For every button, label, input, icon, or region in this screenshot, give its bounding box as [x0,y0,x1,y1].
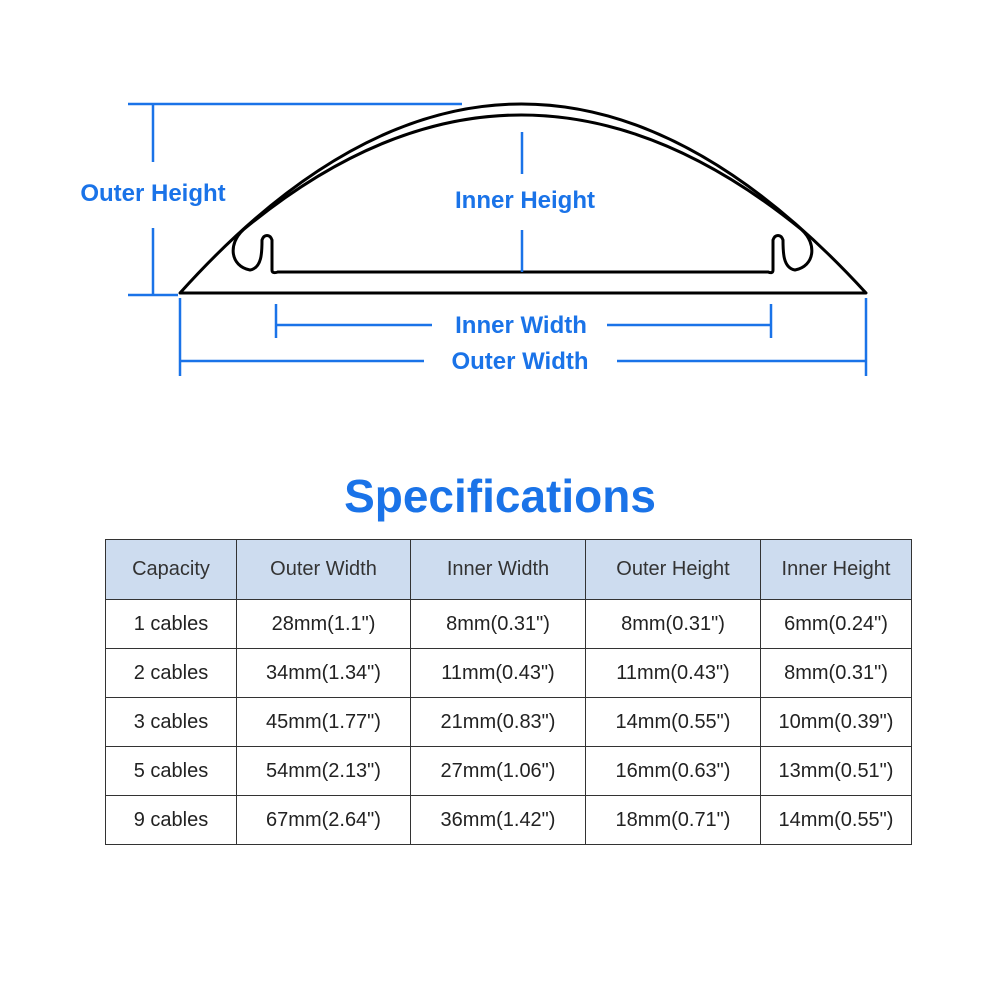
table-cell: 1 cables [105,599,237,649]
table-cell: 34mm(1.34") [236,648,411,698]
left-hook [231,228,280,275]
table-cell: 9 cables [105,795,237,845]
table-cell: 3 cables [105,697,237,747]
table-cell: 11mm(0.43") [410,648,586,698]
table-row: 9 cables 67mm(2.64") 36mm(1.42") 18mm(0.… [105,795,912,845]
table-row: 2 cables 34mm(1.34") 11mm(0.43") 11mm(0.… [105,648,912,698]
inner-height-label: Inner Height [455,187,595,214]
inner-arch [241,113,804,232]
table-cell: 27mm(1.06") [410,746,586,796]
dimension-lines [128,102,868,376]
specifications-table: Capacity Outer Width Inner Width Outer H… [105,539,912,845]
outer-width-label: Outer Width [451,348,588,375]
outer-height-label: Outer Height [80,180,225,207]
table-row: 3 cables 45mm(1.77") 21mm(0.83") 14mm(0.… [105,697,912,747]
table-cell: 2 cables [105,648,237,698]
table-cell: 8mm(0.31") [410,599,586,649]
table-cell: 18mm(0.71") [585,795,761,845]
table-cell: 67mm(2.64") [236,795,411,845]
table-cell: 28mm(1.1") [236,599,411,649]
column-header-inner-height: Inner Height [760,539,912,600]
table-cell: 10mm(0.39") [760,697,912,747]
table-cell: 5 cables [105,746,237,796]
table-row: 1 cables 28mm(1.1") 8mm(0.31") 8mm(0.31"… [105,599,912,649]
table-row: 5 cables 54mm(2.13") 27mm(1.06") 16mm(0.… [105,746,912,796]
table-cell: 11mm(0.43") [585,648,761,698]
inner-width-label: Inner Width [455,312,587,339]
cable-cover-cross-section-diagram: Outer Height Inner Height Inner Width Ou… [80,102,868,376]
table-cell: 14mm(0.55") [585,697,761,747]
table-cell: 6mm(0.24") [760,599,912,649]
column-header-outer-width: Outer Width [236,539,411,600]
table-cell: 14mm(0.55") [760,795,912,845]
table-cell: 45mm(1.77") [236,697,411,747]
table-cell: 21mm(0.83") [410,697,586,747]
table-cell: 13mm(0.51") [760,746,912,796]
column-header-inner-width: Inner Width [410,539,586,600]
table-cell: 16mm(0.63") [585,746,761,796]
column-header-outer-height: Outer Height [585,539,761,600]
specifications-title: Specifications [344,470,656,522]
right-hook [766,228,814,275]
column-header-capacity: Capacity [105,539,237,600]
table-cell: 8mm(0.31") [760,648,912,698]
table-cell: 36mm(1.42") [410,795,586,845]
table-header-row: Capacity Outer Width Inner Width Outer H… [105,539,912,600]
table-cell: 8mm(0.31") [585,599,761,649]
table-cell: 54mm(2.13") [236,746,411,796]
